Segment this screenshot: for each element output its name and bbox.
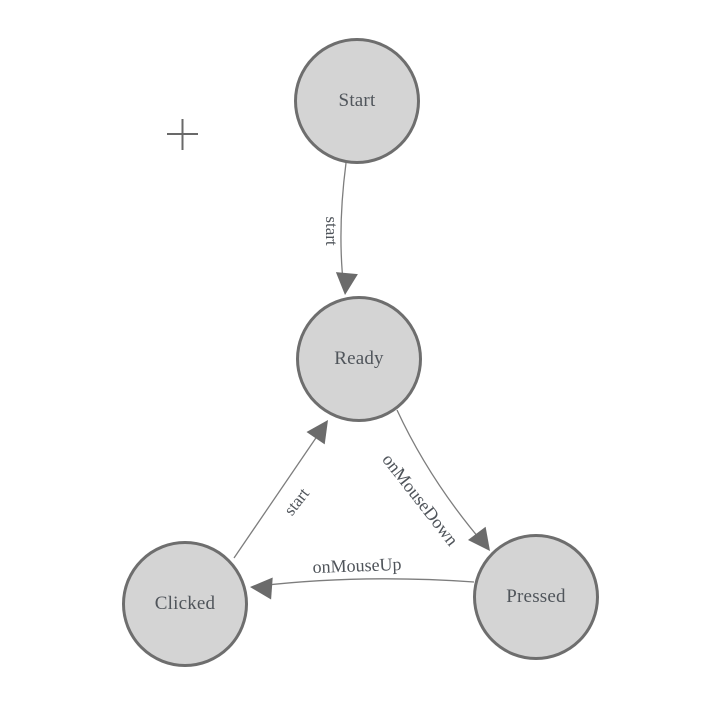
edge-ready-to-pressed <box>396 409 485 545</box>
edge-pressed-to-clicked <box>257 578 475 587</box>
state-node-start[interactable]: Start <box>294 38 420 164</box>
state-node-ready[interactable]: Ready <box>296 296 422 422</box>
state-label-start: Start <box>338 90 376 111</box>
arrowhead-pressed-to-clicked <box>250 577 273 600</box>
edge-clicked-to-ready <box>233 428 323 559</box>
edge-label-start-to-ready: start <box>322 216 341 246</box>
arrowhead-ready-to-pressed <box>468 526 490 551</box>
state-label-pressed: Pressed <box>506 586 566 607</box>
edge-start-to-ready <box>340 162 347 291</box>
crosshair-plus-icon[interactable] <box>167 119 198 150</box>
state-label-ready: Ready <box>334 348 384 369</box>
edge-label-pressed-to-clicked: onMouseUp <box>312 553 402 578</box>
state-label-clicked: Clicked <box>154 593 216 614</box>
arrowhead-clicked-to-ready <box>306 420 328 445</box>
arrowhead-start-to-ready <box>335 272 358 295</box>
state-node-pressed[interactable]: Pressed <box>473 534 599 660</box>
state-node-clicked[interactable]: Clicked <box>122 541 248 667</box>
